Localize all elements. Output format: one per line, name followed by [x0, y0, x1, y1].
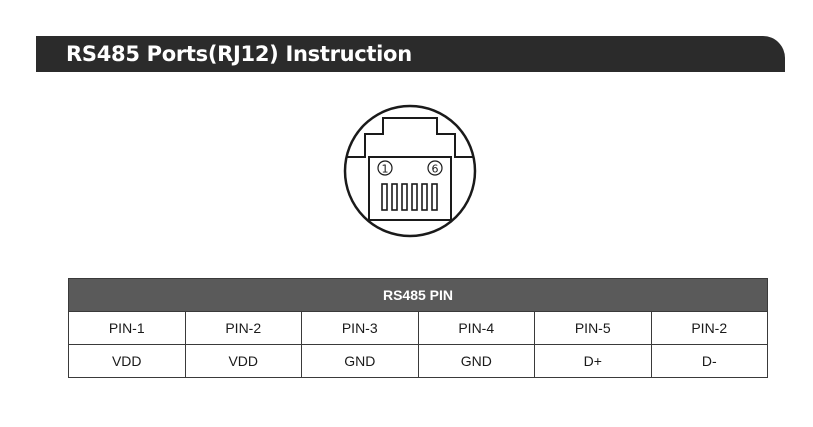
pin-1-marker: 1 — [382, 163, 389, 176]
pin-table-title: RS485 PIN — [68, 278, 768, 312]
pin-cell: PIN-1 — [68, 311, 186, 345]
rj12-port-icon: 1 6 — [343, 104, 477, 238]
pin-number-row: PIN-1 PIN-2 PIN-3 PIN-4 PIN-5 PIN-2 — [68, 311, 768, 345]
section-title: RS485 Ports(RJ12) Instruction — [66, 42, 412, 66]
signal-cell: VDD — [184, 344, 302, 378]
pin-cell: PIN-2 — [650, 311, 768, 345]
pin-table-header-row: RS485 PIN — [68, 278, 768, 312]
pin-cell: PIN-4 — [417, 311, 535, 345]
signal-cell: GND — [417, 344, 535, 378]
signal-row: VDD VDD GND GND D+ D- — [68, 344, 768, 378]
section-header: RS485 Ports(RJ12) Instruction — [36, 36, 785, 72]
pin-table: RS485 PIN PIN-1 PIN-2 PIN-3 PIN-4 PIN-5 … — [68, 278, 768, 378]
pin-cell: PIN-3 — [301, 311, 419, 345]
pin-contacts — [381, 183, 438, 211]
pin-6-marker: 6 — [432, 163, 439, 176]
signal-cell: GND — [301, 344, 419, 378]
signal-cell: D- — [650, 344, 768, 378]
pin-cell: PIN-2 — [184, 311, 302, 345]
signal-cell: VDD — [68, 344, 186, 378]
pin-cell: PIN-5 — [534, 311, 652, 345]
signal-cell: D+ — [534, 344, 652, 378]
